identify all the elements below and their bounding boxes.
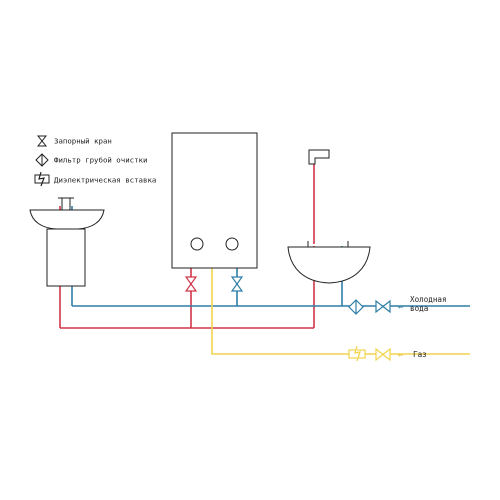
legend-label-shutoff-valve: Запорный кран [54, 137, 112, 146]
cold-water-shutoff-valve-icon [375, 299, 391, 314]
legend: Запорный кран Фильтр грубой очистки Диэл… [34, 135, 156, 187]
cold-water-label-line1: Холодная [410, 295, 447, 304]
cold-water-label-line2: вода [410, 304, 428, 313]
dielectric-insert-icon [34, 171, 50, 187]
cold-water-filter-icon [348, 299, 364, 315]
left-wash-basin [29, 197, 105, 287]
shutoff-valve-icon [36, 135, 48, 147]
gas-arrow-icon: ← [398, 351, 404, 361]
water-heater [171, 132, 258, 269]
cold-water-pipes [71, 206, 470, 307]
gas-label: Газ [413, 350, 427, 359]
coarse-filter-icon [35, 153, 49, 167]
shower-head-icon [308, 149, 330, 165]
cold-water-arrow-icon: ← [398, 303, 404, 313]
right-basin [287, 241, 371, 284]
legend-label-dielectric-insert: Диэлектрическая вставка [54, 176, 156, 185]
gas-shutoff-valve-icon [375, 347, 391, 362]
cold-inlet-shutoff-valve-icon [230, 276, 244, 292]
gas-dielectric-insert-icon [348, 345, 366, 362]
legend-label-coarse-filter: Фильтр грубой очистки [54, 156, 147, 165]
hot-outlet-shutoff-valve-icon [184, 276, 198, 292]
